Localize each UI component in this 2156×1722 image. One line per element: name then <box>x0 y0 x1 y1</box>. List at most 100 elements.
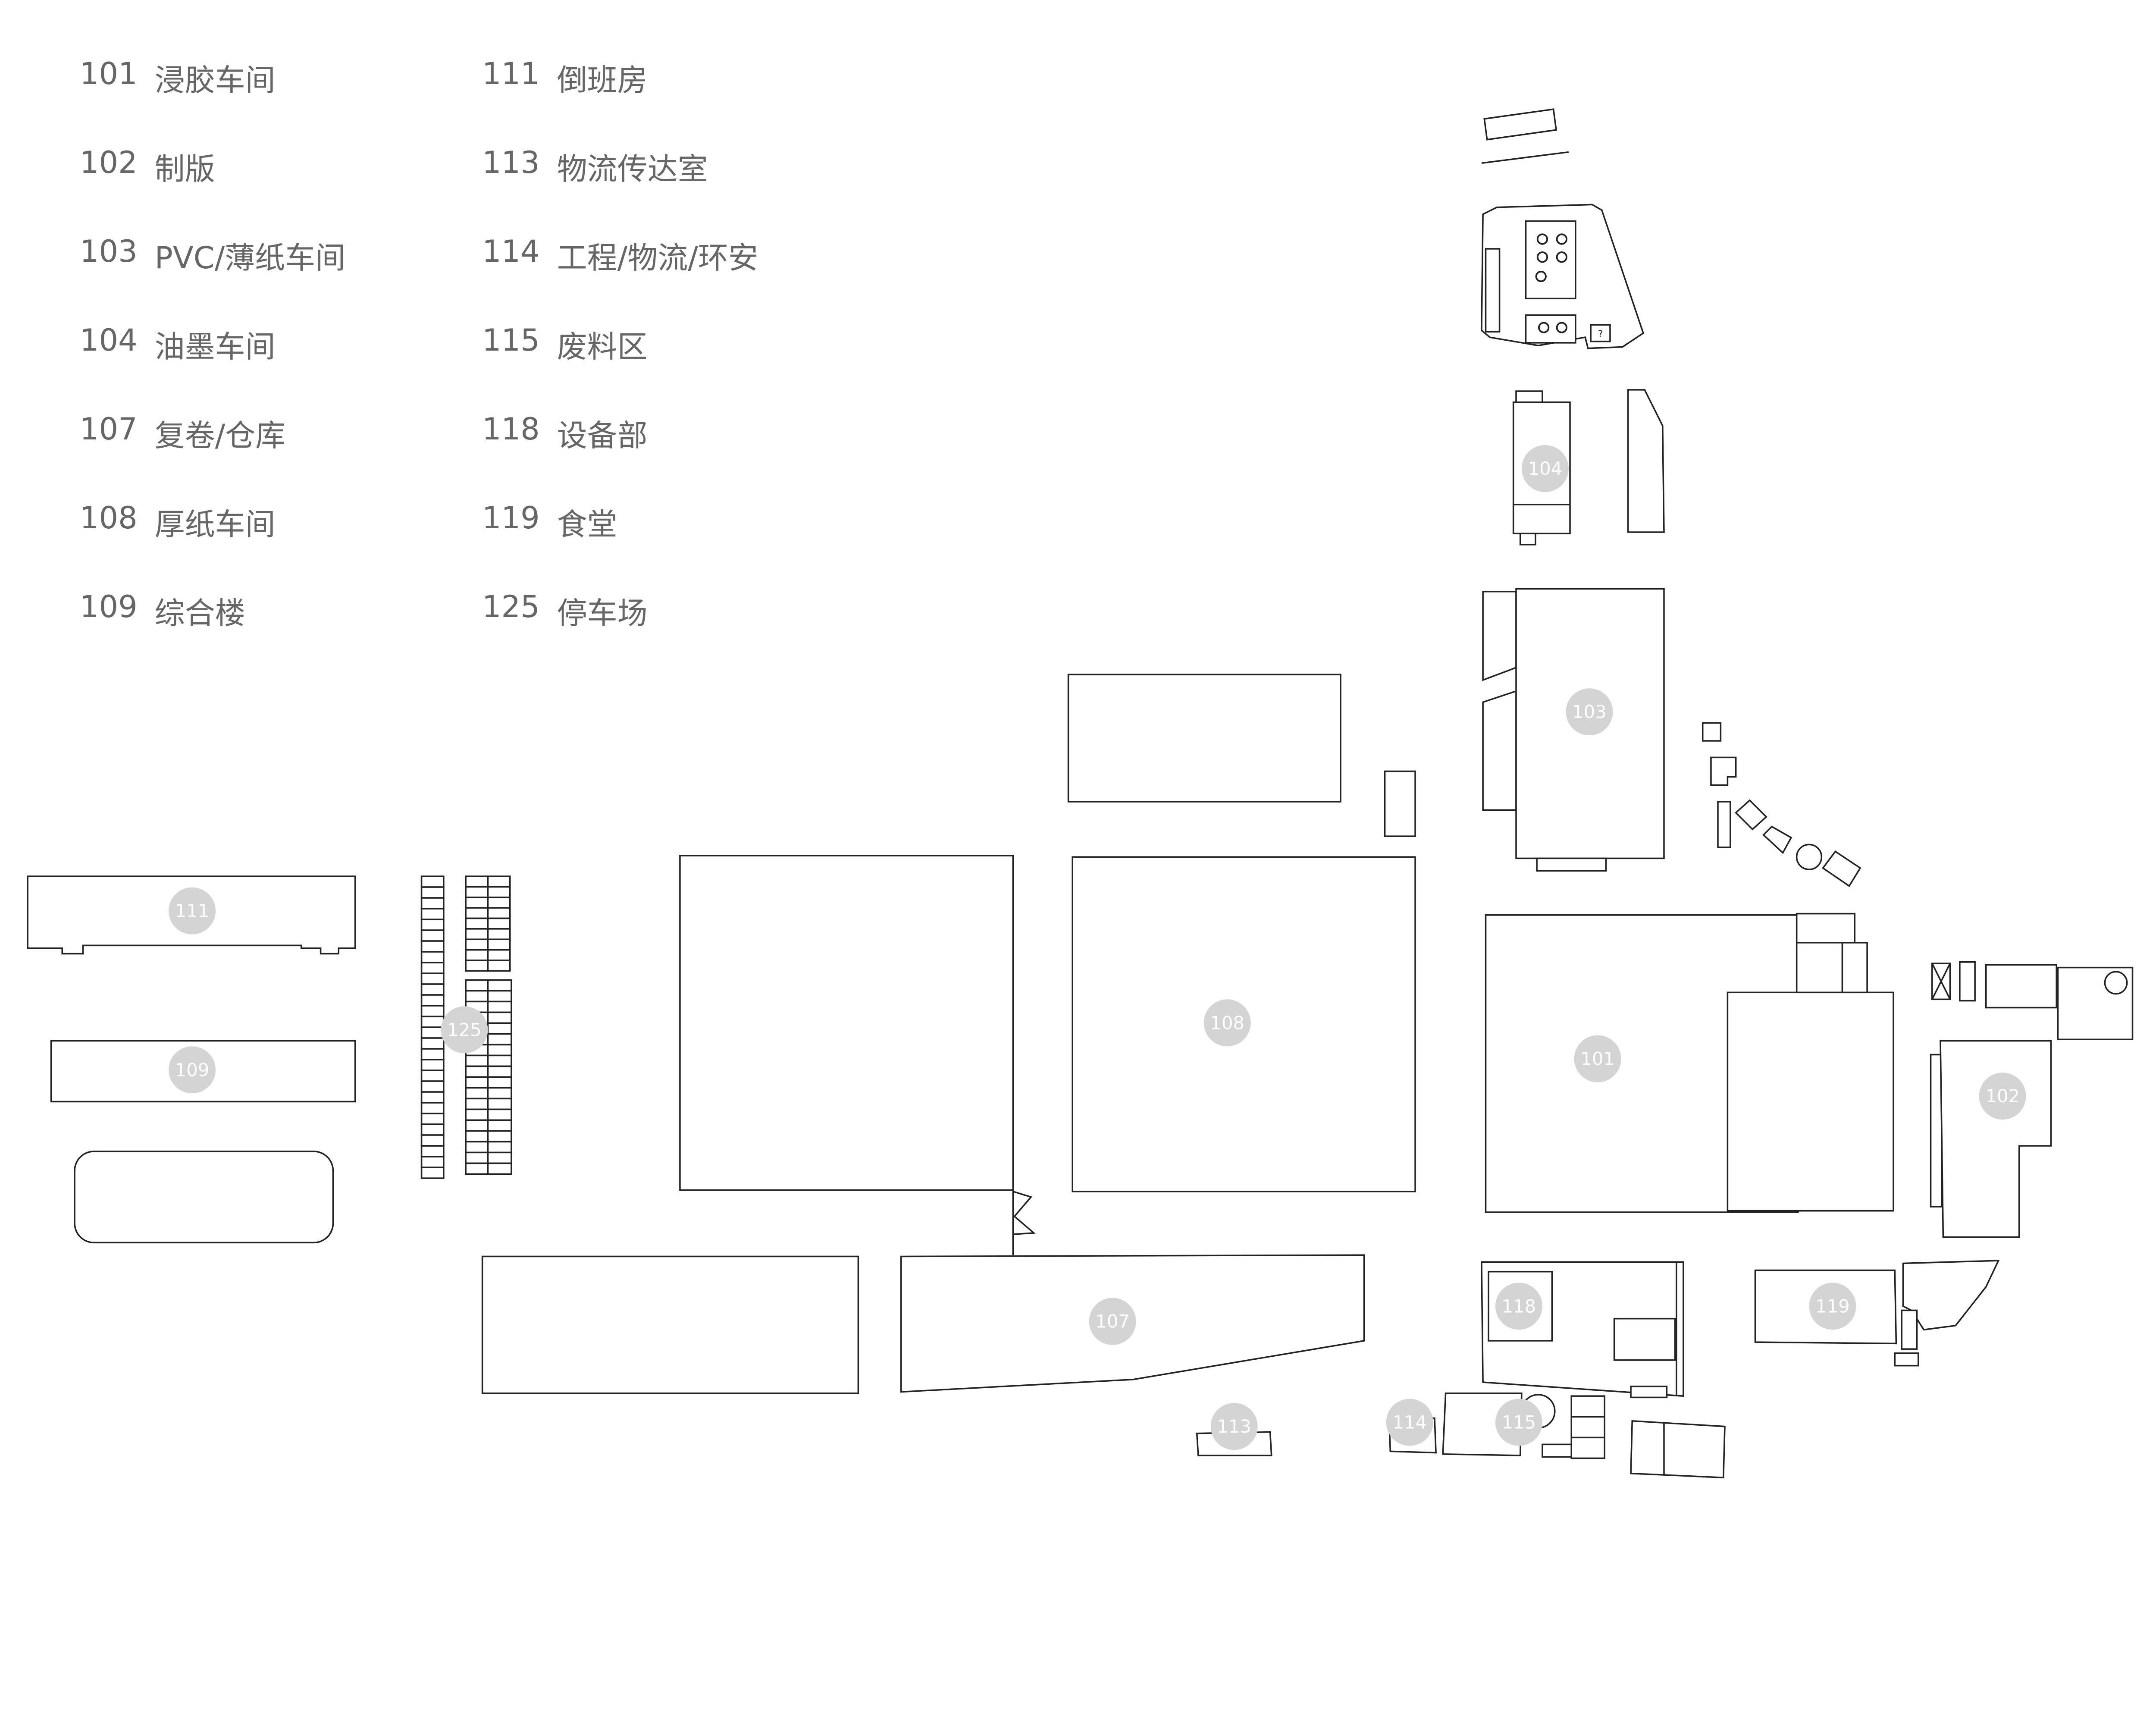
legend-code: 101 <box>80 56 138 91</box>
parking-stall <box>420 886 445 899</box>
north-facility[interactable]: ? <box>1481 204 1644 349</box>
building-102[interactable] <box>1930 961 2134 1238</box>
legend-code: 115 <box>482 323 540 358</box>
parking-stall <box>465 938 489 951</box>
parking-stall <box>420 1070 445 1082</box>
legend-code: 102 <box>80 145 138 180</box>
parking-stall <box>420 951 445 963</box>
parking-125[interactable] <box>420 875 512 1179</box>
svg-text:102: 102 <box>1985 1085 2020 1107</box>
tag-125[interactable]: 125 <box>441 1006 488 1054</box>
parking-stall <box>420 983 445 996</box>
parking-stall <box>487 1130 512 1143</box>
building-101[interactable] <box>1485 913 1894 1213</box>
gate-house[interactable] <box>1483 108 1557 141</box>
parking-stall <box>420 1016 445 1028</box>
svg-text:118: 118 <box>1502 1295 1536 1317</box>
parking-stall <box>420 1167 445 1179</box>
tag-104[interactable]: 104 <box>1521 445 1569 492</box>
building-118[interactable] <box>1481 1261 1684 1399</box>
tag-115[interactable]: 115 <box>1495 1399 1542 1446</box>
parking-stall <box>465 1108 489 1121</box>
legend-name: 综合楼 <box>154 596 245 631</box>
svg-text:111: 111 <box>175 900 210 922</box>
svg-text:108: 108 <box>1210 1012 1244 1033</box>
tag-102[interactable]: 102 <box>1979 1073 2026 1120</box>
building-103[interactable] <box>1482 588 1665 872</box>
legend-name: 油墨车间 <box>154 329 276 364</box>
south-east-building[interactable] <box>1630 1420 1726 1479</box>
tag-119[interactable]: 119 <box>1809 1283 1856 1330</box>
tag-103[interactable]: 103 <box>1566 688 1613 736</box>
parking-stall <box>420 1145 445 1157</box>
parking-stall <box>487 1001 512 1013</box>
parking-stall <box>487 960 511 972</box>
parking-stall <box>487 990 512 1003</box>
svg-text:101: 101 <box>1580 1048 1615 1070</box>
parking-stall <box>465 1130 489 1143</box>
legend-name: 食堂 <box>557 507 617 542</box>
legend-code: 113 <box>482 145 540 180</box>
parking-stall <box>420 1156 445 1168</box>
parking-stall <box>465 1087 489 1100</box>
legend-name: 复卷/仓库 <box>154 418 286 453</box>
building-west-block[interactable] <box>679 855 1014 1191</box>
small-building[interactable] <box>1384 770 1416 837</box>
tag-111[interactable]: 111 <box>169 887 216 935</box>
svg-text:104: 104 <box>1528 458 1563 479</box>
parking-stall <box>465 886 489 898</box>
building-104-annex[interactable] <box>1627 389 1665 533</box>
tank-icon <box>1535 233 1567 333</box>
parking-stall <box>420 1134 445 1147</box>
rounded-building[interactable] <box>74 1151 334 1244</box>
building-north-108[interactable] <box>1067 674 1341 803</box>
parking-stall <box>487 1162 512 1175</box>
svg-text:114: 114 <box>1392 1412 1427 1433</box>
parking-stall <box>487 1044 512 1057</box>
parking-stall <box>487 917 511 930</box>
legend-name: 物流传达室 <box>557 151 708 187</box>
legend-name: 工程/物流/环安 <box>557 240 758 276</box>
legend-code: 103 <box>80 234 138 269</box>
parking-stall <box>487 907 511 919</box>
tag-109[interactable]: 109 <box>169 1046 216 1094</box>
road-line <box>1481 151 1569 164</box>
parking-stall <box>420 875 445 888</box>
parking-stall <box>487 1022 512 1035</box>
legend-item: 115 废料区 <box>482 323 648 366</box>
tag-107[interactable]: 107 <box>1089 1298 1136 1345</box>
parking-stall <box>420 1026 445 1039</box>
parking-stall <box>465 928 489 940</box>
tag-118[interactable]: 118 <box>1495 1283 1542 1330</box>
legend-code: 111 <box>482 56 540 91</box>
parking-stall <box>420 1113 445 1125</box>
legend-code: 108 <box>80 500 138 536</box>
building-south-west[interactable] <box>481 1255 859 1394</box>
parking-stall <box>487 1119 512 1132</box>
legend-name: 废料区 <box>557 329 648 364</box>
parking-stall <box>420 1048 445 1060</box>
building-119-annex[interactable] <box>1894 1260 2000 1367</box>
parking-stall <box>487 938 511 951</box>
tag-101[interactable]: 101 <box>1574 1035 1621 1082</box>
parking-stall <box>420 940 445 953</box>
svg-text:119: 119 <box>1815 1295 1850 1317</box>
parking-stall <box>420 897 445 910</box>
parking-stall <box>420 1102 445 1114</box>
parking-stall <box>487 1065 512 1078</box>
parking-stall <box>465 1141 489 1154</box>
tag-113[interactable]: 113 <box>1210 1403 1258 1450</box>
legend-code: 125 <box>482 589 540 624</box>
parking-stall <box>487 928 511 940</box>
tag-114[interactable]: 114 <box>1386 1399 1433 1446</box>
parking-stall <box>487 1108 512 1121</box>
tag-108[interactable]: 108 <box>1203 999 1251 1047</box>
parking-stall <box>465 1076 489 1089</box>
parking-stall <box>420 908 445 920</box>
parking-stall <box>465 1119 489 1132</box>
parking-stall <box>487 979 512 992</box>
